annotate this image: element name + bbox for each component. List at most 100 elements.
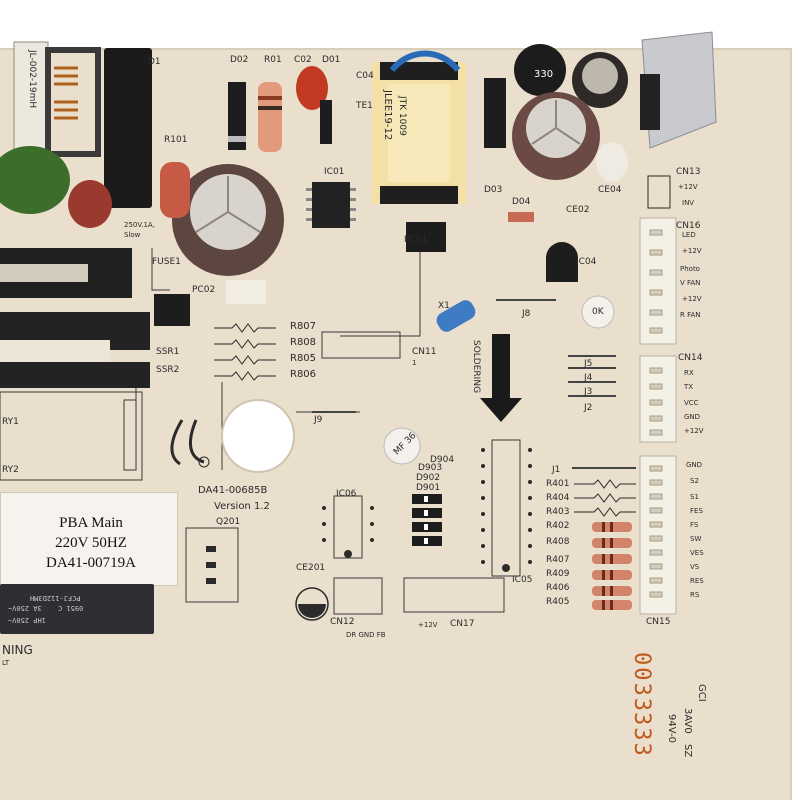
label-d904: D904 (430, 455, 455, 465)
mounting-hole (221, 399, 295, 473)
ic06-outline (333, 495, 363, 559)
cert-mark-94v0: 94V-0 (666, 714, 677, 743)
diode-d03 (484, 78, 506, 148)
cn15-pin-8: VS (690, 563, 700, 571)
label-j9: J9 (314, 415, 323, 425)
cn15-pin-7: VES (690, 549, 704, 557)
label-ic01: IC01 (324, 167, 345, 177)
capacitor-mark-330: 330 (534, 69, 554, 80)
label-c02: C02 (294, 55, 312, 65)
relay-block: PCFJ-112D3MH 0951 C 3A 250V~ 1HP 250V~ (0, 584, 154, 634)
label-r401: R401 (546, 479, 570, 489)
label-d02: D02 (230, 55, 249, 65)
cn15-pin-6: SW (690, 535, 702, 543)
optocoupler-pc01 (406, 222, 446, 252)
cn15-pin-4: FES (690, 507, 703, 515)
white-glue (226, 280, 266, 304)
bridge-rectifier (104, 48, 152, 208)
diode-d02 (228, 82, 246, 150)
label-ic06: IC06 (336, 489, 357, 499)
transformer-label-2: JTK 1009 (397, 96, 407, 136)
label-r408: R408 (546, 537, 570, 547)
relay-text-4: 1HP 250V~ (8, 616, 46, 624)
varistor (68, 180, 112, 228)
label-ce04: CE04 (598, 185, 622, 195)
sticker-line-3: DA41-00719A (46, 555, 136, 571)
soldering-arrow (480, 334, 522, 422)
label-j5: J5 (584, 359, 593, 369)
capacitor-c02 (296, 66, 328, 110)
label-ce201: CE201 (296, 563, 326, 573)
cn16-pin-4: V FAN (680, 279, 701, 287)
cn15-pin-9: RES (690, 577, 704, 585)
cn14-pin-1: RX (684, 369, 694, 377)
relay-outline (0, 391, 143, 481)
label-d901: D901 (416, 483, 441, 493)
cn15-pin-3: S1 (690, 493, 699, 501)
pba-main-sticker: PBA Main 220V 50HZ DA41-00719A (0, 492, 178, 586)
label-d903: D903 (418, 463, 443, 473)
cn16-pin-1: LED (682, 231, 696, 239)
cn15-pin-10: RS (690, 591, 700, 599)
cert-mark-3av0: 3AV0 (682, 708, 693, 734)
cn16-pin-6: R FAN (680, 311, 701, 319)
inductor-core (45, 47, 101, 157)
capacitor-330 (514, 44, 566, 96)
label-cn15: CN15 (646, 617, 671, 627)
label-r409: R409 (546, 569, 570, 579)
fuse-rating-1: 250V.1A, (124, 221, 155, 229)
film-capacitor (0, 146, 70, 214)
cn13-pin-1: +12V (678, 183, 698, 191)
sticker-line-2: 220V 50HZ (55, 535, 127, 551)
transistor-ic04 (546, 242, 578, 282)
label-ry2: RY2 (2, 465, 19, 475)
label-ic04: IC04 (576, 257, 597, 267)
diode-d01 (320, 100, 332, 144)
cn15-pin-2: S2 (690, 477, 699, 485)
q201-outline (185, 527, 239, 603)
label-r806: R806 (290, 369, 317, 380)
label-r403: R403 (546, 507, 570, 517)
lot-stamp-2: 333 (629, 712, 654, 758)
ic01-chip (312, 182, 350, 228)
cn15-pin-1: GND (686, 461, 703, 469)
label-r808: R808 (290, 337, 317, 348)
label-r404: R404 (546, 493, 570, 503)
diode-d04 (508, 212, 534, 222)
cn11-outline (321, 331, 401, 359)
connector-cn13 (647, 175, 671, 209)
label-d902: D902 (416, 473, 441, 483)
label-d1: D1 (148, 57, 161, 67)
cn16-pin-3: Photo (680, 265, 700, 273)
label-r407: R407 (546, 555, 570, 565)
cn14-pin-4: GND (684, 413, 701, 421)
label-r101: R101 (164, 135, 188, 145)
mf-disc (383, 427, 421, 465)
label-x1: X1 (438, 301, 450, 311)
label-te1: TE1 (356, 101, 373, 111)
label-d01: D01 (322, 55, 341, 65)
board-part-number: DA41-00685B (198, 485, 268, 496)
label-r402: R402 (546, 521, 570, 531)
label-j1: J1 (552, 465, 561, 475)
label-c04: C04 (356, 71, 374, 81)
relay-text-3: 3A 250V~ (8, 604, 42, 612)
transformer-label-1: JLEE19-12 (382, 90, 393, 141)
inductor-housing (13, 41, 49, 151)
cert-mark-gci: GCI (696, 684, 707, 702)
relay-text-2: 0951 C (58, 604, 84, 612)
brand-logo-mark (170, 419, 205, 466)
cn12-pins: DR GND FB (346, 631, 386, 639)
ssr2-block (0, 362, 150, 388)
label-d03: D03 (484, 185, 503, 195)
label-fuse1: FUSE1 (152, 257, 181, 267)
connector-cn16 (639, 217, 677, 345)
jumper-disc (581, 295, 615, 329)
sticker-line-1: PBA Main (59, 515, 123, 531)
resistor-r101 (160, 162, 190, 218)
label-ssr1: SSR1 (156, 347, 180, 357)
bottom-left-text-2: LT (2, 659, 10, 667)
label-q201: Q201 (216, 517, 241, 527)
